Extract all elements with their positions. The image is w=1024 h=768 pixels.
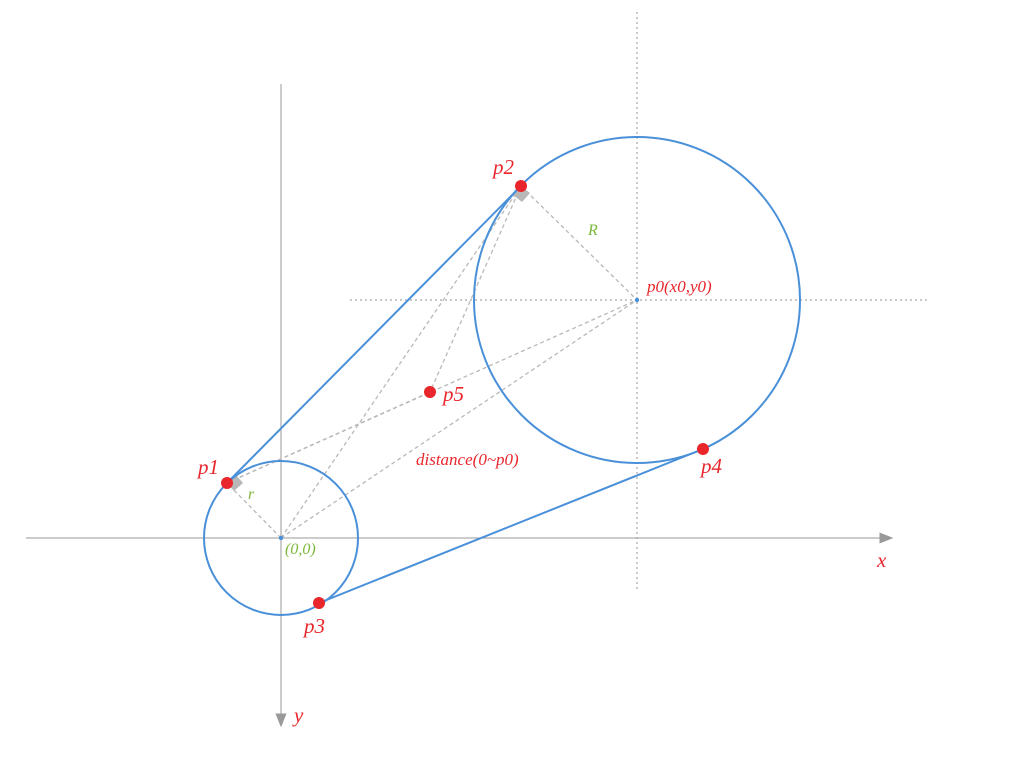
helper-p2-p5 xyxy=(429,185,522,393)
helper-p1-p5 xyxy=(226,391,431,484)
label-p2: p2 xyxy=(491,155,515,179)
label-distance: distance(0~p0) xyxy=(416,450,519,469)
helper-origin-p2 xyxy=(280,185,522,539)
right-angle-marker-p2 xyxy=(513,186,530,202)
label-p1: p1 xyxy=(196,455,219,479)
point-p4 xyxy=(697,443,709,455)
label-p3: p3 xyxy=(302,614,325,638)
label-p5: p5 xyxy=(441,382,464,406)
label-y-axis: y xyxy=(292,703,304,727)
point-p1 xyxy=(221,477,233,489)
tangent-p3-p4 xyxy=(318,448,704,604)
small-circle xyxy=(203,460,359,616)
helper-origin-p1 xyxy=(226,482,282,539)
point-p2 xyxy=(515,180,527,192)
label-origin: (0,0) xyxy=(285,541,316,558)
helper-origin-p0 xyxy=(280,299,638,539)
label-center: p0(x0,y0) xyxy=(646,277,712,296)
point-p5 xyxy=(424,386,436,398)
label-p4: p4 xyxy=(699,454,723,478)
center-dot xyxy=(634,297,640,303)
origin-dot xyxy=(278,535,284,541)
label-small-radius: r xyxy=(248,486,255,503)
helper-p2-p0 xyxy=(520,185,638,301)
label-big-radius: R xyxy=(587,222,598,239)
tangent-p1-p2 xyxy=(226,185,522,484)
point-p3 xyxy=(313,597,325,609)
label-x-axis: x xyxy=(876,548,887,572)
big-circle xyxy=(473,136,801,464)
helper-lines xyxy=(226,185,638,539)
